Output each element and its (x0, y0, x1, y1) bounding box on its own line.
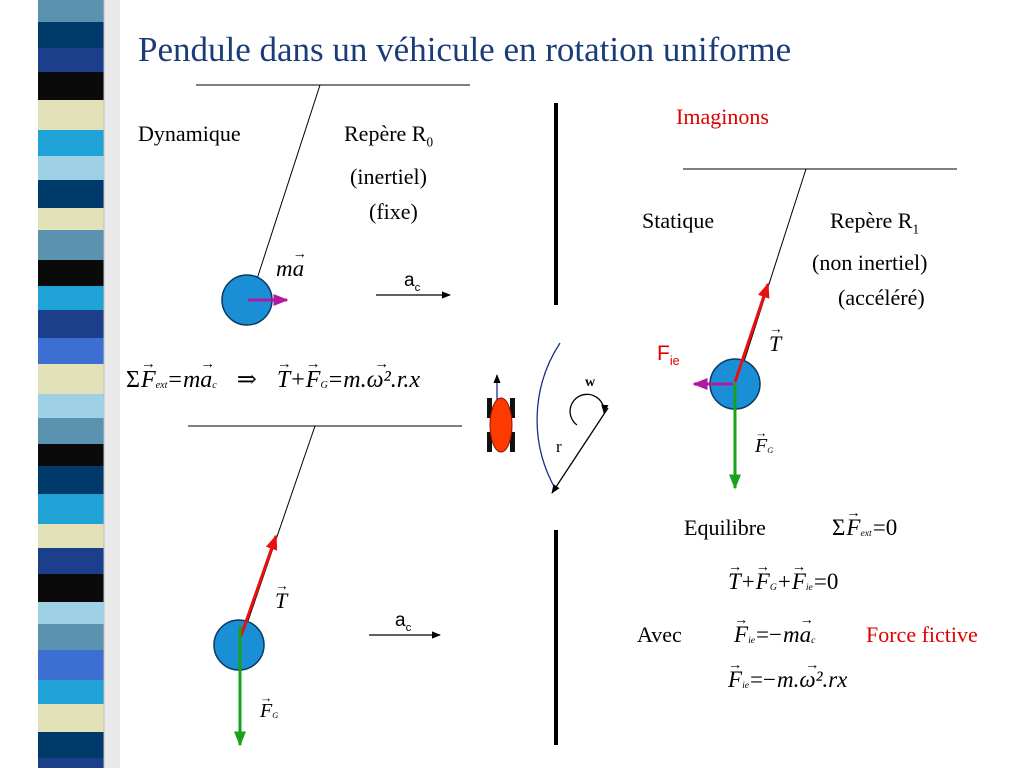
label-ac-bottom-left: ac (395, 610, 411, 634)
eqr-zero: =0 (872, 515, 898, 540)
eq-left-G: G (320, 380, 328, 391)
tension-arrow-right (733, 282, 770, 383)
label-equilibre: Equilibre (684, 515, 766, 540)
label-repere-r0-index: 0 (426, 134, 434, 150)
eqe-F2: F (792, 559, 806, 595)
ma-m: m (276, 256, 293, 281)
label-non-inertiel: (non inertiel) (812, 250, 928, 275)
eq-left-eq: = (168, 367, 182, 393)
label-fie: Fie (657, 342, 680, 368)
G-bottom-left: G (272, 710, 279, 720)
eqe-T: T (728, 559, 741, 595)
label-dynamique: Dynamique (138, 121, 241, 146)
eqe-plus2: + (777, 569, 791, 594)
label-omega: w (585, 375, 596, 390)
equation-fie-ma: Fie=−mac (734, 612, 816, 648)
label-repere-r0: Repère R0 (344, 121, 433, 150)
ac-c-top-left: c (414, 281, 421, 294)
rotation-arc (536, 342, 561, 491)
eqg-ie: ie (742, 679, 750, 691)
eqr-sigma: Σ (832, 515, 846, 540)
label-accelere: (accéléré) (838, 285, 925, 310)
eqf-eqminus: =− (756, 622, 782, 647)
eq-left-T: T (277, 356, 291, 394)
G-right: G (767, 445, 774, 455)
label-radius: r (556, 437, 562, 456)
label-ac-top-left: ac (404, 270, 420, 294)
eq-left-c: c (212, 380, 217, 391)
eq-left-implies: ⇒ (236, 367, 257, 393)
eqf-m: m (782, 622, 800, 647)
eq-left-rhs: m.ω².r.x (343, 356, 420, 394)
eqr-ext: ext (860, 527, 872, 539)
ac-a-top-left: a (404, 270, 415, 291)
eqf-a: a (800, 612, 812, 648)
eqf-F: F (734, 612, 748, 648)
eqe-plus1: + (741, 569, 755, 594)
label-fixe: (fixe) (369, 199, 418, 224)
label-repere-r0-text: Repère R (344, 121, 427, 146)
label-m-a-top-left: ma (276, 246, 305, 282)
label-force-fictive: Force fictive (866, 622, 978, 647)
pendulum-string-right (741, 168, 807, 369)
T-right: T (769, 321, 782, 357)
ma-a: a (293, 246, 305, 282)
eqg-eqminus: =− (750, 667, 776, 692)
label-repere-r1-text: Repère R (830, 208, 913, 233)
eq-left-plus: + (291, 367, 305, 393)
ac-c-bottom-left: c (405, 621, 412, 634)
eqe-zero: =0 (813, 569, 839, 594)
label-statique: Statique (642, 208, 715, 233)
eq-left-eq2: = (328, 367, 343, 393)
eq-left-sigma: Σ (126, 367, 140, 393)
label-T-bottom-left: T (275, 578, 288, 614)
fie-ie: ie (669, 354, 680, 369)
tension-arrow-bottom-left (239, 534, 278, 637)
pendulum-string-top-left (255, 84, 321, 283)
label-avec: Avec (637, 622, 682, 647)
eqe-ie: ie (805, 581, 813, 593)
equation-newton-left: ΣFext=mac ⇒ T+FG=m.ω².r.x (125, 356, 420, 394)
eqe-F1: F (756, 559, 770, 595)
eq-left-F2: F (306, 356, 321, 394)
eq-left-F: F (141, 356, 156, 394)
slide-title: Pendule dans un véhicule en rotation uni… (138, 30, 792, 69)
eqr-F: F (846, 505, 860, 541)
equation-fie-mw2rx: Fie=−m.ω².rx (728, 657, 848, 693)
eq-left-ext: ext (155, 380, 168, 391)
eqe-G: G (769, 581, 777, 593)
angular-velocity-arc (569, 393, 609, 426)
label-repere-r1: Repère R1 (830, 208, 919, 237)
eq-left-a: a (200, 356, 212, 394)
eqg-F: F (728, 657, 742, 693)
ac-a-bottom-left: a (395, 610, 406, 631)
T-bottom-left: T (275, 578, 288, 614)
equation-equilibrium: T+FG+Fie=0 (728, 559, 839, 595)
label-repere-r1-index: 1 (912, 221, 920, 237)
label-inertiel: (inertiel) (350, 164, 427, 189)
fie-F: F (657, 342, 670, 365)
label-T-right: T (769, 321, 782, 357)
equation-sum-forces: ΣFext=0 (831, 505, 898, 541)
label-imaginons: Imaginons (676, 104, 769, 129)
eqf-ie: ie (748, 634, 756, 646)
eqg-rhs: m.ω².rx (777, 657, 848, 693)
label-FG-right: FG (755, 426, 774, 458)
decorative-stripe-band (38, 0, 120, 768)
F-right: F (755, 426, 767, 458)
label-FG-bottom-left: FG (260, 691, 279, 723)
eqf-c: c (811, 634, 816, 646)
radius-arrow (551, 407, 609, 494)
eq-left-m: m (182, 367, 201, 393)
F-bottom-left: F (260, 691, 272, 723)
vehicle-icon (487, 397, 515, 453)
